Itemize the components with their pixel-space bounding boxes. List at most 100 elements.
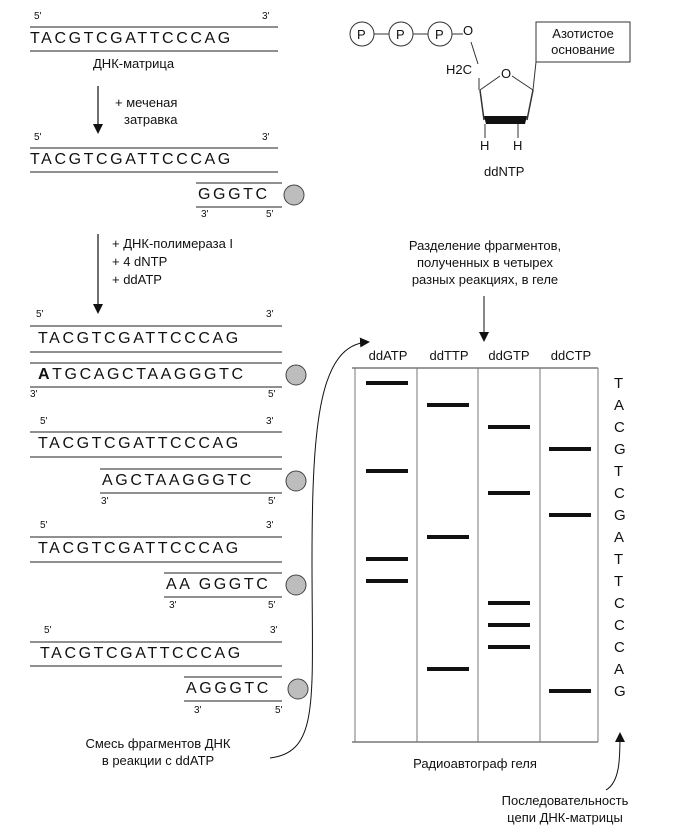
sequence-letter-14: A [614,661,625,678]
step2-reagent-line3: + ddATP [112,272,162,287]
fragment-2-template-sequence: TACGTCGATTCCCAG [38,435,241,452]
sequence-letter-9: T [614,551,624,568]
mix-label-line1: Смесь фрагментов ДНК [85,736,231,751]
fragment-3-strand-3prime: 3' [169,600,177,611]
sequence-letter-15: G [614,683,626,700]
fragment-2-strand: AGCTAAGGGTC [102,472,254,489]
gel-band-ddctp-4 [549,447,591,451]
fragment-1-strand-5prime: 5' [268,389,276,400]
gel-band-ddatp-10 [366,579,408,583]
lane-header-ddttp: ddTTP [429,348,469,363]
primer-label-circle [283,184,305,206]
ring-left-side [479,89,485,121]
fragment-3-strand: AA GGGTC [166,576,271,593]
fragment-4-template-sequence: TACGTCGATTCCCAG [40,645,243,662]
fragment-2-3prime: 3' [266,416,274,427]
fragment-1-template-sequence: TACGTCGATTCCCAG [38,330,241,347]
fragment-1-strand-rest: TGCAGCTAAGGGTC [52,366,246,383]
lane-header-ddatp: ddATP [368,348,408,363]
o-to-ch2-bond [470,41,479,65]
fragment-1-label-circle [285,364,307,386]
base-bond [532,61,537,91]
hydrogen-left: H [480,138,490,153]
gel-band-ddctp-7 [549,513,591,517]
lane-header-ddgtp: ddGTP [488,348,530,363]
fragment-3-3prime: 3' [266,520,274,531]
step1-reagent-line2: затравка [124,112,178,127]
ch2-group: H2C [446,62,473,77]
fragment-2-label-circle [285,470,307,492]
gel-band-ddctp-15 [549,689,591,693]
gel-band-ddttp-14 [427,667,469,671]
base-box [535,21,631,63]
fragment-3-template-sequence: TACGTCGATTCCCAG [38,540,241,557]
primer-3prime: 3' [201,209,209,220]
gel-band-ddatp-1 [366,381,408,385]
primer-5prime: 5' [266,209,274,220]
template-5prime: 5' [34,11,42,22]
gel-bands [366,381,591,693]
fragment-1-5prime: 5' [36,309,44,320]
base-label-line1: Азотистое [552,26,614,41]
sequence-letter-8: A [614,529,625,546]
sequence-letter-12: C [614,617,625,634]
fragment-3-strand-5prime: 5' [268,600,276,611]
sequence-letter-2: A [614,397,625,414]
phosphate-label-3: P [435,27,444,42]
mix-label-line2: в реакции с ddATP [101,753,215,768]
sequence-label-line1: Последовательность [501,793,629,808]
separation-line1: Разделение фрагментов, [408,238,562,253]
template-3prime: 3' [262,11,270,22]
ring-bold-front-edge [484,116,527,124]
phosphate-label-2: P [396,27,405,42]
gel-band-ddttp-2 [427,403,469,407]
ring-o-right [511,75,534,91]
lane-header-ddctp: ddCTP [550,348,592,363]
sequence-letter-6: C [614,485,625,502]
step1-reagent-line1: + меченая [115,95,178,110]
fragment-1-3prime: 3' [266,309,274,320]
step2-reagent-line1: + ДНК-полимераза I [112,236,234,251]
ring-o-left [479,75,501,91]
fragment-4-strand-3prime: 3' [194,705,202,716]
fragment-3-5prime: 5' [40,520,48,531]
gel-band-ddgtp-3 [488,425,530,429]
sequence-letter-5: T [614,463,624,480]
fragment-2-5prime: 5' [40,416,48,427]
gel-band-ddgtp-6 [488,491,530,495]
step2-reagent-line2: + 4 dNTP [112,254,168,269]
fragment-4-strand: AGGGTC [186,680,271,697]
sequence-letter-10: T [614,573,624,590]
sequence-letter-1: T [614,375,624,392]
ester-oxygen: O [463,23,474,38]
fragment-2-strand-5prime: 5' [268,496,276,507]
primer-sequence: GGGTC [198,186,270,203]
sequence-letter-13: C [614,639,625,656]
gel-band-ddatp-5 [366,469,408,473]
template-sequence: TACGTCGATTCCCAG [30,30,233,47]
primed-3prime: 3' [262,132,270,143]
fragment-4-label-circle [287,678,309,700]
mix-to-gel-curved-arrow [269,337,370,759]
hydrogen-right: H [513,138,523,153]
sequence-curved-arrow [605,732,625,791]
gel-band-ddatp-9 [366,557,408,561]
phosphate-label-1: P [357,27,366,42]
ddntp-label: ddNTP [484,164,525,179]
ring-oxygen: O [501,66,512,81]
ring-right-side [526,89,534,121]
gel-band-ddgtp-11 [488,601,530,605]
fragment-2-strand-3prime: 3' [101,496,109,507]
fragment-3-label-circle [285,574,307,596]
separation-line2: полученных в четырех [417,255,553,270]
fragment-4-strand-5prime: 5' [275,705,283,716]
primed-5prime: 5' [34,132,42,143]
gel-band-ddgtp-12 [488,623,530,627]
gel-band-ddgtp-13 [488,645,530,649]
sequence-letter-7: G [614,507,626,524]
gel-caption: Радиоавтограф геля [413,756,537,771]
fragment-4-5prime: 5' [44,625,52,636]
base-label-line2: основание [551,42,615,57]
fragment-4-3prime: 3' [270,625,278,636]
